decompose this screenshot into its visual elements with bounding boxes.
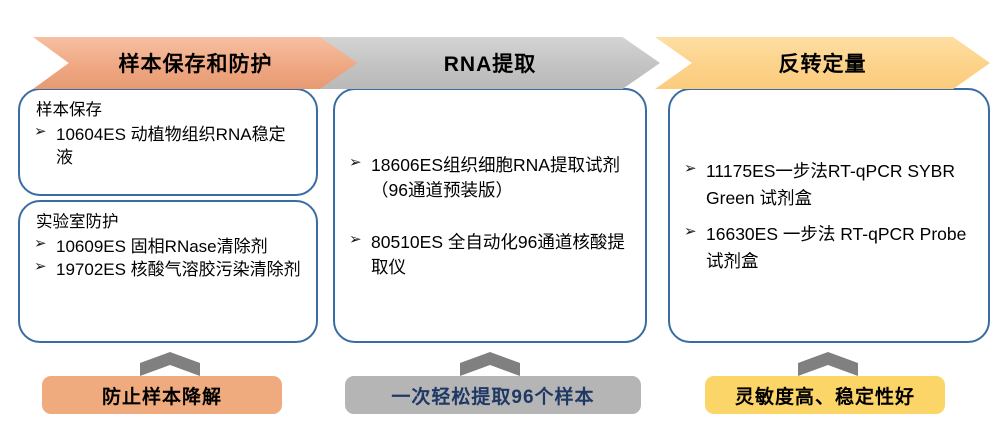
list-item-text: 80510ES 全自动化96通道核酸提取仪 (371, 231, 625, 277)
stage-1-box-1-list: ➢ 10604ES 动植物组织RNA稳定液 (34, 123, 302, 170)
bullet-arrow-icon: ➢ (684, 160, 697, 178)
list-item: ➢ 80510ES 全自动化96通道核酸提取仪 (349, 230, 631, 281)
chevron-up-icon-3 (798, 352, 858, 376)
list-item: ➢ 11175ES一步法RT-qPCR SYBR Green 试剂盒 (684, 158, 974, 212)
bullet-arrow-icon: ➢ (349, 230, 362, 248)
stage-1-footer[interactable]: 防止样本降解 (42, 376, 282, 414)
arrow-shape-1 (33, 37, 358, 89)
stage-header-1-label: 样本保存和防护 (118, 53, 273, 76)
stage-3-box-1-list: ➢ 11175ES一步法RT-qPCR SYBR Green 试剂盒 ➢ 166… (684, 158, 974, 275)
stage-1-box-2: 实验室防护 ➢ 10609ES 固相RNase清除剂 ➢ 19702ES 核酸气… (18, 200, 318, 343)
stage-1-box-1-title: 样本保存 (36, 101, 102, 119)
list-item: ➢ 19702ES 核酸气溶胶污染清除剂 (34, 258, 302, 281)
stage-header-1[interactable]: 样本保存和防护 (33, 37, 358, 89)
bullet-arrow-icon: ➢ (34, 234, 47, 252)
list-item-text: 10609ES 固相RNase清除剂 (56, 236, 268, 256)
list-item-text: 19702ES 核酸气溶胶污染清除剂 (56, 260, 301, 280)
list-item-text: 10604ES 动植物组织RNA稳定液 (56, 124, 286, 168)
stage-1-box-2-title: 实验室防护 (36, 213, 119, 231)
bullet-arrow-icon: ➢ (349, 153, 362, 171)
bullet-arrow-icon: ➢ (34, 258, 47, 276)
stage-header-3-label: 反转定量 (778, 53, 867, 76)
chevron-up-icon-2 (460, 352, 520, 376)
list-item: ➢ 10609ES 固相RNase清除剂 (34, 235, 302, 258)
list-item-text: 16630ES 一步法 RT-qPCR Probe 试剂盒 (706, 223, 967, 271)
list-item-text: 18606ES组织细胞RNA提取试剂（96通道预装版） (371, 154, 620, 201)
bullet-arrow-icon: ➢ (684, 222, 697, 240)
arrow-shape-3 (655, 37, 990, 89)
stage-3-box-1: ➢ 11175ES一步法RT-qPCR SYBR Green 试剂盒 ➢ 166… (668, 88, 990, 343)
stage-2-footer[interactable]: 一次轻松提取96个样本 (345, 376, 641, 414)
list-item: ➢ 10604ES 动植物组织RNA稳定液 (34, 123, 302, 170)
stage-header-2-label: RNA提取 (443, 53, 537, 76)
stage-1-box-2-list: ➢ 10609ES 固相RNase清除剂 ➢ 19702ES 核酸气溶胶污染清除… (34, 235, 302, 282)
list-item: ➢ 16630ES 一步法 RT-qPCR Probe 试剂盒 (684, 221, 974, 275)
stage-3-footer[interactable]: 灵敏度高、稳定性好 (705, 376, 945, 414)
stage-1-box-1: 样本保存 ➢ 10604ES 动植物组织RNA稳定液 (18, 88, 318, 196)
stage-header-3[interactable]: 反转定量 (655, 37, 990, 89)
stage-2-box-1: ➢ 18606ES组织细胞RNA提取试剂（96通道预装版） ➢ 80510ES … (333, 88, 647, 343)
chevron-up-icon-1 (140, 352, 200, 376)
bullet-arrow-icon: ➢ (34, 122, 47, 140)
list-item-text: 11175ES一步法RT-qPCR SYBR Green 试剂盒 (706, 161, 955, 209)
list-item: ➢ 18606ES组织细胞RNA提取试剂（96通道预装版） (349, 153, 631, 204)
stage-header-2[interactable]: RNA提取 (320, 37, 660, 89)
stage-2-box-1-list: ➢ 18606ES组织细胞RNA提取试剂（96通道预装版） ➢ 80510ES … (349, 153, 631, 281)
arrow-shape-2 (320, 37, 660, 89)
